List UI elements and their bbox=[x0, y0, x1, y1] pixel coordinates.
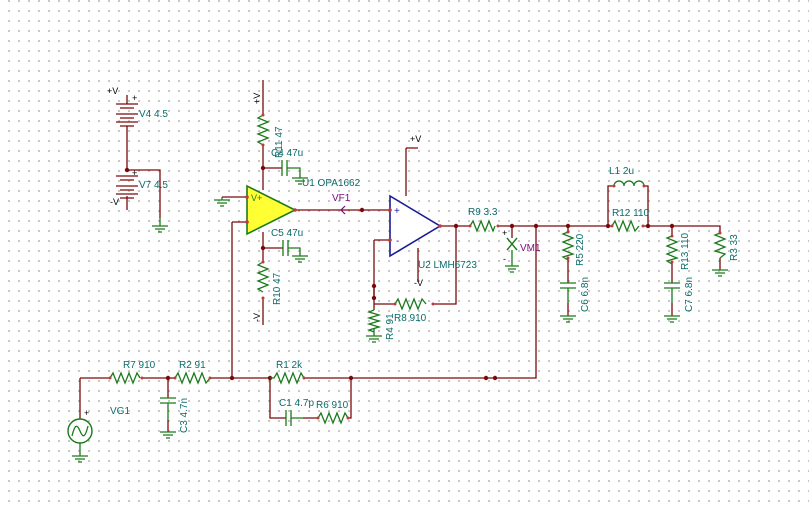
svg-text:-: - bbox=[396, 236, 399, 247]
vminus-rot-label: -V bbox=[252, 313, 262, 322]
label-c7: C7 6.8n bbox=[684, 277, 695, 312]
vminus-label: -V bbox=[110, 197, 119, 207]
resistor-r13 bbox=[665, 235, 679, 265]
resistors-vertical bbox=[256, 114, 727, 333]
capacitor-c5 bbox=[282, 240, 308, 263]
plus-sign: + bbox=[84, 408, 89, 418]
vplus-label: +V bbox=[107, 86, 118, 96]
capacitor-c1 bbox=[285, 410, 303, 426]
probe-vf1[interactable] bbox=[340, 205, 346, 215]
label-u1: U1 OPA1662 bbox=[302, 178, 361, 189]
svg-text:V+: V+ bbox=[251, 193, 262, 203]
plus-sign: + bbox=[132, 93, 137, 103]
capacitor-c3 bbox=[160, 397, 176, 420]
label-r7: R7 910 bbox=[123, 360, 156, 371]
label-r2: R2 91 bbox=[179, 360, 206, 371]
inductor-l1[interactable] bbox=[613, 180, 645, 187]
label-v7: V7 4.5 bbox=[139, 180, 168, 191]
ground-icon bbox=[72, 443, 88, 463]
label-r10: R10 47 bbox=[272, 272, 283, 305]
resistor-r7 bbox=[109, 371, 141, 385]
ground-icon bbox=[214, 197, 230, 207]
ground-icon bbox=[560, 315, 576, 323]
label-u2: U2 LMH6723 bbox=[418, 260, 477, 271]
label-c4: C4 47u bbox=[271, 148, 303, 159]
label-vg1: VG1 bbox=[110, 406, 130, 417]
resistors-horizontal bbox=[109, 219, 640, 425]
label-v4: V4 4.5 bbox=[139, 109, 168, 120]
voltmeter-vm1[interactable] bbox=[506, 237, 518, 251]
resistor-r6 bbox=[317, 411, 349, 425]
resistor-r3 bbox=[713, 232, 727, 259]
ground-icon bbox=[664, 315, 680, 323]
label-r5: R5 220 bbox=[575, 233, 586, 266]
label-c5: C5 47u bbox=[271, 228, 303, 239]
opamp-u1[interactable]: V+ bbox=[245, 184, 297, 236]
label-r8: R8 910 bbox=[394, 313, 427, 324]
capacitor-c6 bbox=[560, 282, 576, 303]
pin-markers bbox=[108, 113, 722, 420]
resistor-r1 bbox=[270, 371, 305, 385]
vplus-label: +V bbox=[410, 134, 421, 144]
grounds bbox=[72, 197, 728, 463]
signal-generator-vg1[interactable] bbox=[67, 418, 93, 444]
resistor-r11 bbox=[256, 114, 270, 146]
label-r11: R11 47 bbox=[274, 126, 285, 158]
battery-v4[interactable] bbox=[116, 103, 138, 127]
label-vf1: VF1 bbox=[332, 193, 351, 204]
label-c3: C3 4.7n bbox=[179, 398, 190, 433]
minus-sign: - bbox=[503, 254, 506, 264]
battery-v7[interactable] bbox=[116, 175, 138, 199]
vminus-label: -V bbox=[414, 278, 423, 288]
resistor-r10 bbox=[256, 261, 270, 293]
resistor-r8 bbox=[394, 297, 427, 311]
label-r9: R9 3.3 bbox=[468, 207, 498, 218]
ground-icon bbox=[152, 218, 168, 233]
junctions bbox=[124, 165, 675, 381]
capacitor-c4 bbox=[281, 160, 308, 185]
vplus-rot-label: +V bbox=[252, 93, 262, 104]
power-labels: +V + -V + +V -V +V -V + + - bbox=[84, 86, 507, 418]
ground-icon bbox=[366, 328, 382, 343]
resistor-r9 bbox=[469, 219, 496, 233]
label-r13: R13 110 bbox=[680, 232, 691, 270]
svg-text:+: + bbox=[394, 206, 400, 217]
plus-sign: + bbox=[132, 168, 137, 178]
plus-sign: + bbox=[502, 228, 507, 238]
opamp-u2[interactable]: + - bbox=[388, 194, 442, 258]
label-vm1: VM1 bbox=[520, 243, 541, 254]
capacitor-c7 bbox=[664, 282, 680, 303]
wires bbox=[79, 80, 721, 432]
capacitors bbox=[160, 160, 680, 426]
resistor-r12 bbox=[611, 219, 640, 233]
ground-icon bbox=[505, 250, 519, 273]
label-r1: R1 2k bbox=[276, 360, 303, 371]
label-r12: R12 110 bbox=[612, 208, 650, 219]
resistor-r5 bbox=[561, 231, 575, 261]
resistor-r2 bbox=[174, 371, 211, 385]
ground-icon bbox=[160, 431, 176, 439]
label-r3: R3 33 bbox=[729, 234, 740, 261]
label-r6: R6 910 bbox=[316, 400, 349, 411]
component-labels: V4 4.5 V7 4.5 R11 47 C4 47u U1 OPA1662 V… bbox=[110, 109, 740, 433]
label-l1: L1 2u bbox=[609, 166, 634, 177]
label-c1: C1 4.7p bbox=[279, 398, 314, 409]
label-c6: C6 6.8n bbox=[580, 277, 591, 312]
resistor-r4 bbox=[366, 309, 382, 333]
ground-icon bbox=[712, 269, 728, 277]
label-r4: R4 91 bbox=[385, 313, 396, 340]
